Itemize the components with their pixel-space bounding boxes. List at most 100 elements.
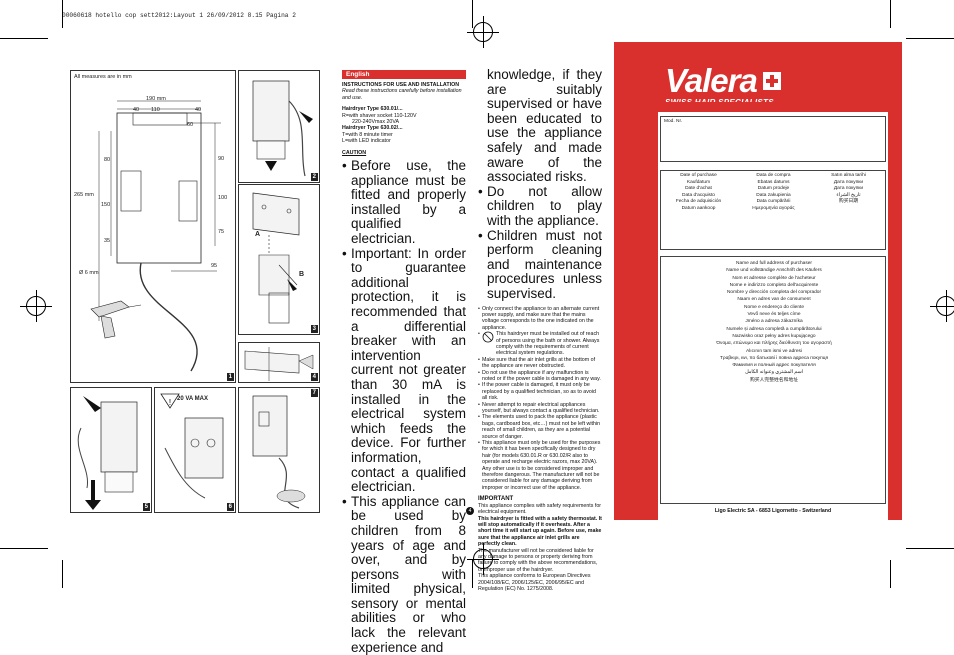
warranty-card: Mod. Nr. Date of purchase Kaufdatum Date…: [658, 112, 888, 520]
finished-install-illustration: [252, 395, 306, 509]
wiring-illustration: !: [160, 393, 224, 499]
type1-line2: 220-240Vmax 20VA: [352, 119, 400, 126]
purchaser-address-box: Name and full address of purchaser Name …: [660, 256, 886, 504]
manufacturer-footer: Ligo Electric SA - 6853 Ligornetto - Swi…: [714, 508, 832, 514]
date-label: Datum prodeje: [757, 186, 790, 192]
model-number-box: Mod. Nr.: [660, 116, 886, 162]
safety-item: If the power cable is damaged, it must o…: [478, 382, 602, 401]
brand-wordmark: Valera: [665, 62, 758, 99]
figure-number: 1: [226, 373, 234, 381]
dim-40-left: 40: [133, 107, 140, 113]
dim-265: 265 mm: [74, 192, 94, 198]
date-labels-col-1: Date of purchase Kaufdatum Date d'achat …: [661, 173, 736, 213]
instructions-title: INSTRUCTIONS FOR USE AND INSTALLATION: [342, 82, 460, 88]
date-label: Data de compra: [756, 173, 791, 178]
figure-7: 7: [238, 387, 320, 513]
dim-drill: Ø 6 mm: [79, 270, 99, 276]
unit-illustration: [252, 80, 313, 177]
safety-item: This hairdryer must be installed out of …: [478, 331, 602, 357]
purchaser-label: Τραβκιρι, ιwι, πο батькові і повна адрес…: [719, 355, 829, 361]
dim-90: 90: [218, 156, 225, 162]
dim-40-right: 40: [195, 107, 202, 113]
safety-item: This appliance must only be used for the…: [478, 440, 602, 491]
dim-75: 75: [218, 229, 225, 235]
figure-number: 5: [142, 503, 150, 511]
purchase-date-box: Date of purchase Kaufdatum Date d'achat …: [660, 170, 886, 250]
date-label: تاريخ الشراء: [836, 192, 861, 198]
purchaser-label: Name and full address of purchaser: [736, 261, 812, 266]
label-a: A: [255, 231, 261, 238]
crop-mark: [906, 548, 954, 549]
safety-list: Only connect the appliance to an alterna…: [478, 306, 602, 492]
no-bath-icon: [482, 331, 494, 343]
mounting-illustration: [77, 396, 138, 510]
date-label: Data cumpărării: [756, 199, 791, 205]
important-heading: IMPORTANT: [478, 496, 514, 503]
crop-mark: [0, 548, 48, 549]
date-label: Fecha de adquisición: [675, 199, 722, 205]
brand-banner: [614, 42, 902, 102]
date-label: Data zakupienia: [756, 192, 791, 198]
caution-continued: knowledge, if they are suitably supervis…: [487, 67, 602, 185]
crop-mark: [906, 38, 954, 39]
crop-mark: [472, 0, 473, 28]
instructions-intro: Read these instructions carefully before…: [342, 88, 462, 101]
date-label: Ημερομηνία αγοράς: [752, 205, 795, 211]
safety-item: The elements used to pack the appliance …: [478, 414, 602, 440]
caution-list: Before use, the appliance must be fitted…: [342, 158, 466, 655]
figure-number: 6: [226, 503, 234, 511]
type2-line2: L=with LED indicator: [342, 138, 391, 145]
purchaser-label: Vevő neve és teljes címe: [747, 312, 801, 318]
registration-mark: [930, 290, 954, 322]
dim-60: 60: [187, 122, 194, 128]
figure-3: A B 3: [238, 184, 320, 335]
dim-35: 35: [104, 238, 111, 244]
model-number-label: Mod. Nr.: [664, 119, 683, 124]
print-header: 00060618 hotello cop sett2012:Layout 1 2…: [62, 12, 296, 19]
figure-number: 2: [310, 173, 318, 181]
date-label: Date of purchase: [680, 173, 717, 178]
important-text-2: The manufacturer will not be considered …: [478, 547, 598, 573]
registration-mark: [467, 16, 499, 48]
va-max-label: 20 VA MAX: [177, 396, 209, 402]
type2-label: Hairdryer Type 630.02/...: [342, 125, 403, 132]
label-b: B: [299, 271, 305, 278]
caution-item: Important: In order to guarantee additio…: [342, 246, 466, 495]
purchaser-label: Nombre y dirección completa del comprado…: [726, 290, 822, 296]
purchaser-label: Nome e indirizzo completo dell'acquirent…: [729, 282, 819, 288]
dim-width-total: 190 mm: [146, 96, 166, 102]
registration-mark: [467, 543, 499, 575]
crop-mark: [62, 0, 63, 28]
figure-5: 5: [70, 387, 152, 513]
measures-note: All measures are in mm: [74, 74, 132, 80]
figure-number: 4: [310, 373, 318, 381]
figure-2: 2: [238, 70, 320, 183]
purchaser-label: Nome e endereço do cliente: [744, 304, 804, 310]
brand-logo: Valera SWISS HAIR SPECIALISTS: [665, 62, 782, 107]
caution-heading: CAUTION: [342, 149, 367, 156]
figure-number: 7: [310, 389, 318, 397]
purchaser-label: اسم المشتري وعنوانه الكامل: [745, 370, 803, 376]
important-text-1: This appliance complies with safety requ…: [478, 502, 602, 516]
purchaser-labels: Name and full address of purchaser Name …: [661, 260, 887, 384]
purchaser-label: Jméno a adresa zákazníka: [745, 319, 803, 325]
safety-item: Only connect the appliance to an alterna…: [478, 306, 602, 332]
important-text-bold: This hairdryer is fitted with a safety t…: [478, 515, 602, 548]
screwing-illustration: [244, 347, 314, 381]
dim-110: 110: [151, 107, 160, 113]
crop-mark: [0, 38, 48, 39]
date-label: Date d'achat: [685, 186, 712, 192]
date-label: Datum aankoop: [681, 205, 716, 211]
dim-100: 100: [218, 195, 228, 201]
date-labels-col-2: Data de compra Ebatas datums Datum prode…: [736, 173, 811, 213]
page-number: 4: [466, 507, 474, 515]
caution-list-2: Do not allow children to play with the a…: [478, 184, 602, 302]
type1-line1: R=with shaver socket 110-120V: [342, 112, 417, 119]
bracket-illustration: [252, 192, 300, 324]
date-label: 购买日期: [838, 199, 859, 205]
registration-mark: [20, 290, 52, 322]
purchaser-label: 购买人完整姓名和地址: [750, 377, 798, 383]
dimension-diagram: All measures are in mm 190 mm 40 110 40 …: [70, 70, 236, 383]
figure-6: ! 20 VA MAX 6: [154, 387, 236, 513]
language-tab: English: [342, 70, 466, 79]
